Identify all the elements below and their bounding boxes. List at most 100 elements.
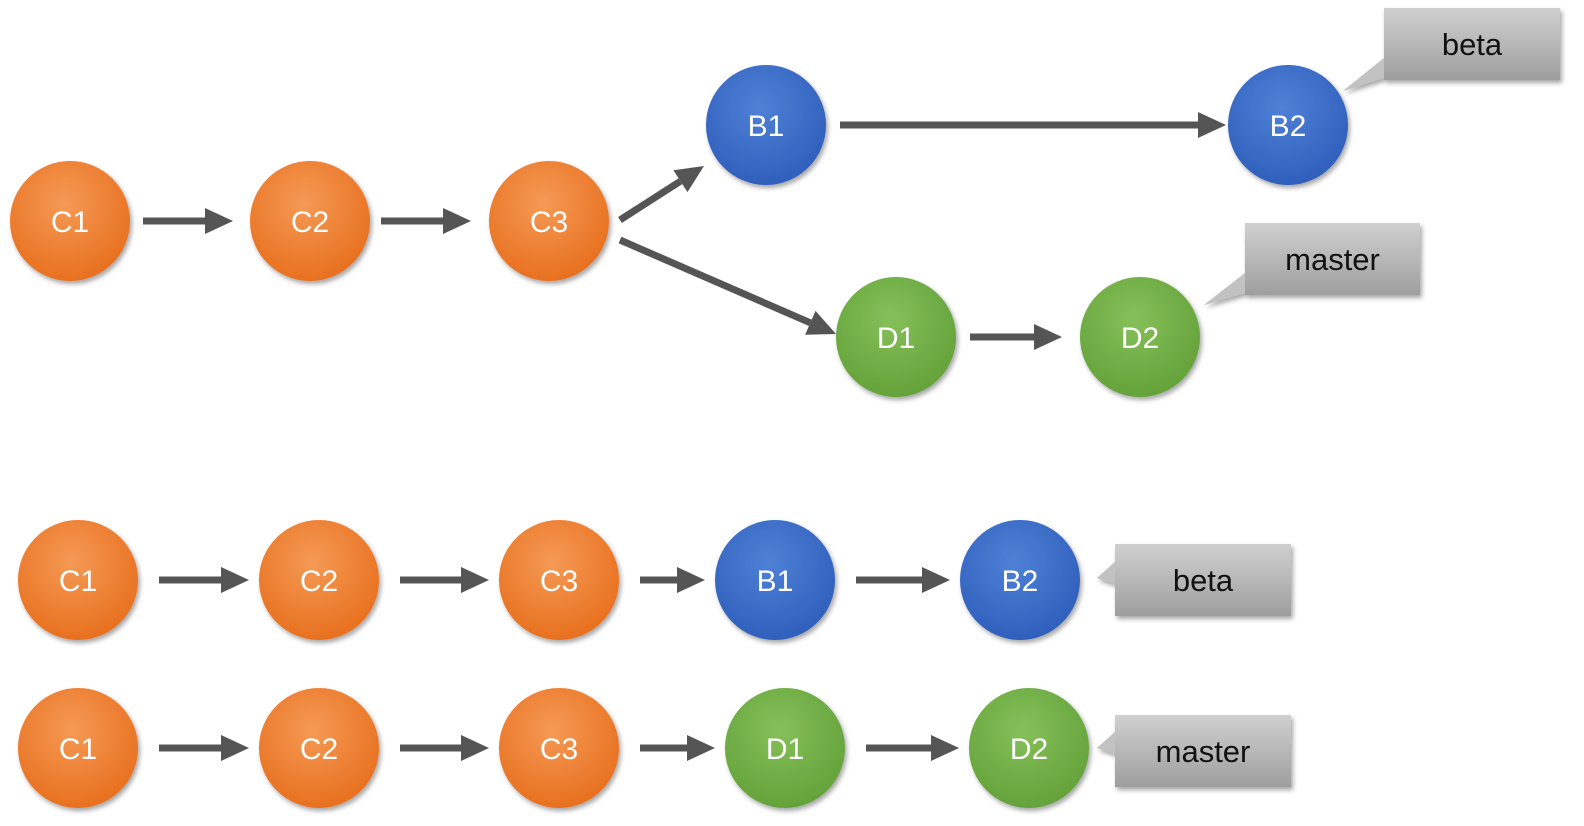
row2-commit-c1-label: C1 (59, 733, 97, 766)
row1-commit-c1-circle (18, 520, 138, 640)
top-edge-b1-b2-head (1198, 112, 1226, 138)
row2-commit-c2-circle (259, 688, 379, 808)
row2-branch-tag-master-label: master (1156, 734, 1251, 769)
top-edge-b1-b2 (840, 112, 1226, 138)
top-edge-c3-d1-head (805, 310, 836, 335)
top-edge-c3-d1 (618, 236, 836, 335)
top-commit-c3: C3 (489, 161, 609, 281)
top-branch-tag-beta-box (1384, 8, 1560, 80)
row1-edge-1 (159, 567, 249, 593)
row2-edge-1 (159, 735, 249, 761)
top-commit-c3-label: C3 (530, 206, 568, 239)
row2-commit-d1-circle (725, 688, 845, 808)
row1-commit-b2-label: B2 (1002, 565, 1039, 598)
top-commit-b2-label: B2 (1270, 110, 1307, 143)
row2-commit-d2-circle (969, 688, 1089, 808)
row1-commit-b1-circle (715, 520, 835, 640)
row1-commit-c2-label: C2 (300, 565, 338, 598)
row1-commit-c3-circle (499, 520, 619, 640)
top-edge-c1-c2-head (205, 208, 233, 234)
row1-edge-4 (856, 567, 950, 593)
row1-commit-c3-label: C3 (540, 565, 578, 598)
top-edge-c2-c3 (381, 208, 471, 234)
row1-commit-c2-circle (259, 520, 379, 640)
row2-edge-3 (640, 735, 715, 761)
top-edge-c3-b1 (618, 166, 704, 223)
row1-commit-b1: B1 (715, 520, 835, 640)
top-commit-c1: C1 (10, 161, 130, 281)
row2-commit-d1-label: D1 (766, 733, 804, 766)
row2-commit-d2: D2 (969, 688, 1089, 808)
top-commit-b2-circle (1228, 65, 1348, 185)
top-commit-d2: D2 (1080, 277, 1200, 397)
top-branch-tag-beta-label: beta (1442, 27, 1503, 62)
top-commit-d2-circle (1080, 277, 1200, 397)
top-edge-c3-b1-head (673, 166, 704, 193)
row1-edge-4-head (922, 567, 950, 593)
row2-branch-tag-master: master (1097, 715, 1291, 787)
top-edge-c3-d1-shaft (618, 236, 812, 327)
row2-edge-1-head (221, 735, 249, 761)
top-edge-d1-d2 (970, 324, 1062, 350)
top-commit-b1-circle (706, 65, 826, 185)
top-branch-tag-master: master (1204, 223, 1420, 305)
row2-edge-4 (866, 735, 959, 761)
row2-commit-c3-label: C3 (540, 733, 578, 766)
row1-branch-tag-beta-label: beta (1173, 563, 1234, 598)
row2-commit-c2: C2 (259, 688, 379, 808)
tags-layer: beta master beta master (1097, 8, 1560, 787)
top-commit-b1: B1 (706, 65, 826, 185)
row1-branch-tag-beta: beta (1097, 544, 1291, 616)
row1-commit-b1-label: B1 (757, 565, 794, 598)
top-commit-c1-label: C1 (51, 206, 89, 239)
row1-commit-b2: B2 (960, 520, 1080, 640)
row2-edge-4-head (931, 735, 959, 761)
row1-edge-3 (640, 567, 705, 593)
row1-edge-1-head (221, 567, 249, 593)
top-branch-tag-beta-pointer-fill (1343, 58, 1384, 91)
top-branch-tag-master-label: master (1285, 242, 1380, 277)
top-commit-c3-circle (489, 161, 609, 281)
top-commit-b1-label: B1 (748, 110, 785, 143)
row1-branch-tag-beta-box (1115, 544, 1291, 616)
top-commit-d1-label: D1 (877, 322, 915, 355)
row1-edge-2-head (461, 567, 489, 593)
row2-commit-d1: D1 (725, 688, 845, 808)
top-commit-d1: D1 (836, 277, 956, 397)
row1-edge-3-head (677, 567, 705, 593)
top-branch-tag-master-pointer-fill (1204, 273, 1245, 305)
row2-branch-tag-master-box (1115, 715, 1291, 787)
row2-branch-tag-master-pointer-fill (1097, 732, 1115, 754)
row2-commit-c3-circle (499, 688, 619, 808)
top-commit-c2-label: C2 (291, 206, 329, 239)
row1-commit-c3: C3 (499, 520, 619, 640)
row1-commit-c1-label: C1 (59, 565, 97, 598)
row2-commit-c1: C1 (18, 688, 138, 808)
top-edge-c1-c2 (143, 208, 233, 234)
top-branch-tag-master-box (1245, 223, 1420, 295)
top-edge-d1-d2-head (1034, 324, 1062, 350)
row2-commit-d2-label: D2 (1010, 733, 1048, 766)
edges-layer (143, 112, 1226, 761)
row1-edge-2 (400, 567, 489, 593)
row2-commit-c3: C3 (499, 688, 619, 808)
top-edge-c3-b1-shaft (618, 178, 683, 223)
row2-edge-3-head (687, 735, 715, 761)
row2-edge-2 (400, 735, 489, 761)
row2-edge-2-head (461, 735, 489, 761)
row2-commit-c2-label: C2 (300, 733, 338, 766)
top-commit-c1-circle (10, 161, 130, 281)
top-commit-d2-label: D2 (1121, 322, 1159, 355)
top-edge-c2-c3-head (443, 208, 471, 234)
row1-commit-c1: C1 (18, 520, 138, 640)
row2-commit-c1-circle (18, 688, 138, 808)
top-commit-d1-circle (836, 277, 956, 397)
row1-branch-tag-beta-pointer-fill (1097, 562, 1115, 584)
top-branch-tag-beta: beta (1343, 8, 1560, 91)
top-commit-c2-circle (250, 161, 370, 281)
row1-commit-b2-circle (960, 520, 1080, 640)
top-commit-c2: C2 (250, 161, 370, 281)
top-commit-b2: B2 (1228, 65, 1348, 185)
